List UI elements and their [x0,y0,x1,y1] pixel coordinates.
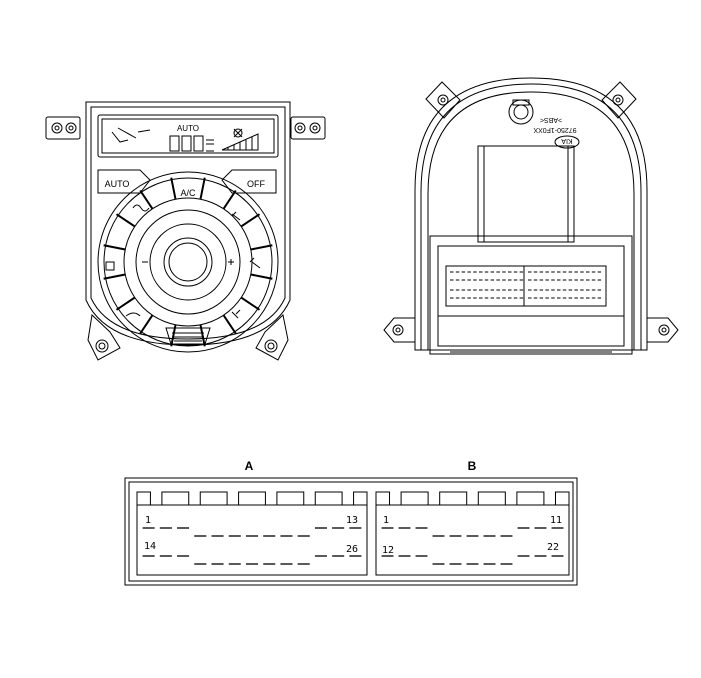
mount-hole [95,339,109,353]
dial-separator [115,213,136,228]
fan-speed-bargraph-icon [221,133,259,151]
part-number-marking: 97250-1F0XX [533,126,577,133]
mount-hole [294,122,306,134]
panel-bezel [85,101,291,346]
pin-number-b-11: 11 [550,515,562,526]
seat-airflow-icon [111,127,151,143]
defrost-icon [132,204,150,212]
foot-vent-icon [249,257,261,269]
rear-connector-shroud [429,235,633,355]
dial-separator [240,213,261,228]
mount-hole [51,122,63,134]
pin-number-b-12: 12 [382,545,394,556]
recirculation-icon [125,312,141,317]
pin-number-b-1: 1 [383,515,389,526]
connector-b-key-profile [375,491,570,506]
pin-number-a-14: 14 [144,541,156,552]
upper-left-ear [425,81,461,119]
connector-face-view: A B 1 13 14 26 1 11 12 22 [124,459,578,586]
housing-shell [414,77,648,351]
mount-hole [309,122,321,134]
mount-hole [392,324,404,336]
rear-connector-pin-rows [450,271,602,299]
dial-separator [250,244,273,251]
pin-number-a-13: 13 [346,515,358,526]
dial-separator [240,296,261,311]
auto-button-label: AUTO [105,179,130,189]
connector-b [375,491,570,576]
pin-number-a-26: 26 [346,544,358,555]
dial-outer-ring[interactable] [97,171,279,353]
dial-separator [115,296,136,311]
pin-number-a-1: 1 [145,515,151,526]
lower-left-tab [87,313,121,361]
material-marking: >ABS< [540,116,562,123]
display-window [97,114,279,158]
mount-hole [65,122,77,134]
temperature-knob[interactable] [163,237,213,287]
left-mount-ear [45,116,81,140]
face-vent-icon [231,211,241,221]
connector-housing [124,477,578,586]
foot-defrost-icon [231,309,241,319]
dial-separator [139,189,154,210]
temperature-minus-plus [142,259,234,265]
dial-separator [103,273,126,280]
connector-a [136,491,368,576]
dial-separator [222,314,237,335]
dial-separator [199,177,206,200]
right-mount-ear [290,116,326,140]
top-sensor [508,99,534,125]
kia-logo [554,135,580,149]
display-auto-label: AUTO [177,124,199,133]
ac-button-label: A/C [180,188,196,198]
off-button-label: OFF [247,179,265,189]
logo-text: KIA [561,137,573,144]
dial-segment-separators [103,177,273,347]
connector-a-pins [142,527,362,565]
off-button[interactable] [221,169,277,194]
connector-a-label: A [245,459,254,473]
dial-separator [103,244,126,251]
pin-number-b-22: 22 [547,542,559,553]
fan-icon [233,128,243,138]
mount-hole [437,94,449,106]
auto-button[interactable] [97,169,151,194]
mount-hole [264,339,278,353]
lower-right-tab [647,317,679,343]
rear-connector-pins [445,265,607,307]
lower-right-tab [255,314,289,361]
rear-defrost-icon [105,261,115,271]
dual-button[interactable] [165,327,211,345]
connector-b-label: B [468,459,477,473]
temperature-knob-ring[interactable] [135,209,241,315]
mount-hole [658,324,670,336]
dial-separator [170,177,177,200]
upper-right-ear [601,81,637,119]
mount-hole [612,94,624,106]
dial-separator [139,314,154,335]
front-control-panel: AUTO AUTO A/C OFF [45,101,326,361]
dial-separator [250,273,273,280]
rear-housing: KIA 97250-1F0XX >ABS< [383,77,679,355]
seven-segment-display [169,135,214,152]
housing-center-block [477,145,575,243]
lower-left-tab [383,317,415,343]
connector-b-pins [381,527,564,565]
dial-separator [222,189,237,210]
connector-a-key-profile [136,491,368,506]
